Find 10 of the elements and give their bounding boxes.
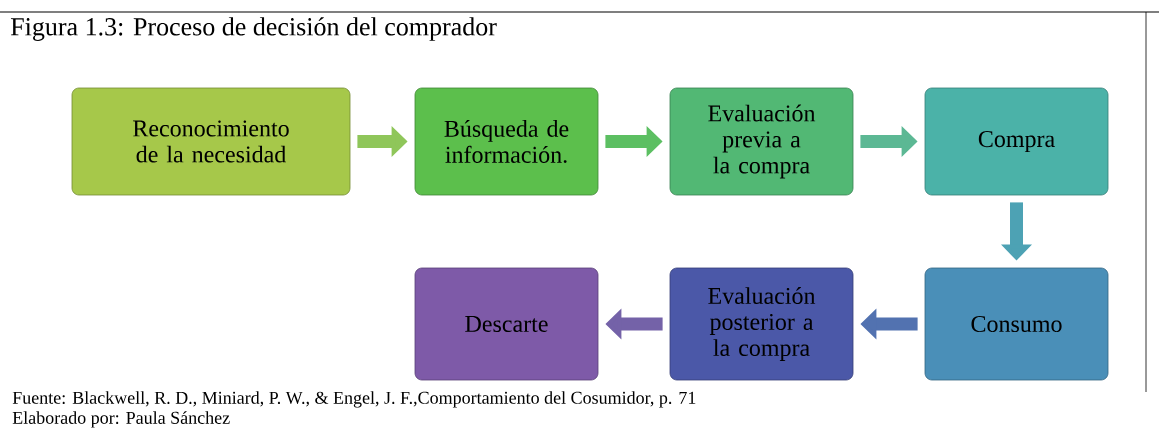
process-box: Evaluación posterior a la compra xyxy=(669,267,854,381)
process-box: Reconocimiento de la necesidad xyxy=(71,87,351,196)
source-note: Fuente: Blackwell, R. D., Miniard, P. W., & Engel, J. F.,Comportamiento del Cosumidor, p. 71 xyxy=(12,391,696,408)
process-box: Evaluación previa a la compra xyxy=(669,87,854,196)
process-box: Compra xyxy=(924,87,1109,196)
author-note: Elaborado por: Paula Sánchez xyxy=(12,411,230,428)
process-box: Consumo xyxy=(924,267,1109,381)
process-box: Búsqueda de información. xyxy=(414,87,599,196)
figure-title: Figura 1.3: Proceso de decisión del comprador xyxy=(10,17,497,41)
process-box: Descarte xyxy=(414,267,599,381)
